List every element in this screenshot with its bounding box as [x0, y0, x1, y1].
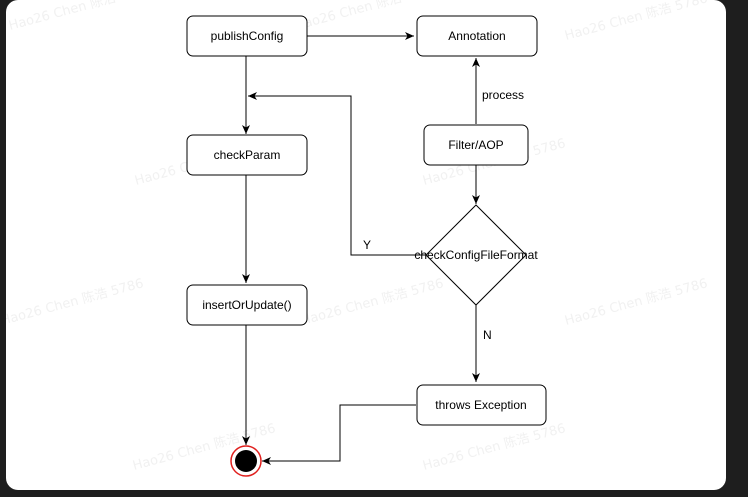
node-label: Annotation	[448, 29, 505, 43]
node-label: checkParam	[214, 148, 281, 162]
node-annotation[interactable]: Annotation	[416, 15, 538, 57]
node-label: throws Exception	[435, 398, 526, 412]
edge-label-no: N	[483, 328, 492, 342]
node-filter-aop[interactable]: Filter/AOP	[423, 124, 529, 166]
watermark: Hao26 Chen 陈浩 5786	[299, 275, 445, 329]
watermark: Hao26 Chen 陈浩 5786	[563, 275, 709, 329]
edge-label-process: process	[482, 88, 524, 102]
edges	[242, 32, 480, 465]
node-check-param[interactable]: checkParam	[186, 134, 308, 176]
node-label: publishConfig	[211, 29, 284, 43]
watermark: Hao26 Chen 陈浩 5786	[7, 0, 153, 34]
watermark: Hao26 Chen 陈浩 5786	[6, 275, 145, 329]
node-throws-exception[interactable]: throws Exception	[416, 384, 547, 426]
end-node[interactable]	[230, 445, 262, 477]
edge-exception-to-end	[262, 404, 416, 465]
node-check-config-file-format[interactable]: checkConfigFileFormat	[414, 204, 538, 306]
node-label: insertOrUpdate()	[202, 298, 291, 312]
node-insert-or-update[interactable]: insertOrUpdate()	[186, 284, 308, 326]
edge-label-yes: Y	[363, 238, 371, 252]
node-publish-config[interactable]: publishConfig	[186, 15, 308, 57]
edge-format-yes-loop	[248, 92, 426, 256]
diagram-canvas: Hao26 Chen 陈浩 5786 Hao26 Chen 陈浩 5786 Ha…	[6, 0, 726, 490]
watermark: Hao26 Chen 陈浩 5786	[421, 420, 567, 474]
node-label: checkConfigFileFormat	[414, 248, 538, 262]
watermark: Hao26 Chen 陈浩 5786	[563, 0, 709, 44]
watermark-layer: Hao26 Chen 陈浩 5786 Hao26 Chen 陈浩 5786 Ha…	[6, 0, 709, 474]
node-label: Filter/AOP	[448, 138, 503, 152]
flow-diagram: Hao26 Chen 陈浩 5786 Hao26 Chen 陈浩 5786 Ha…	[6, 0, 709, 477]
